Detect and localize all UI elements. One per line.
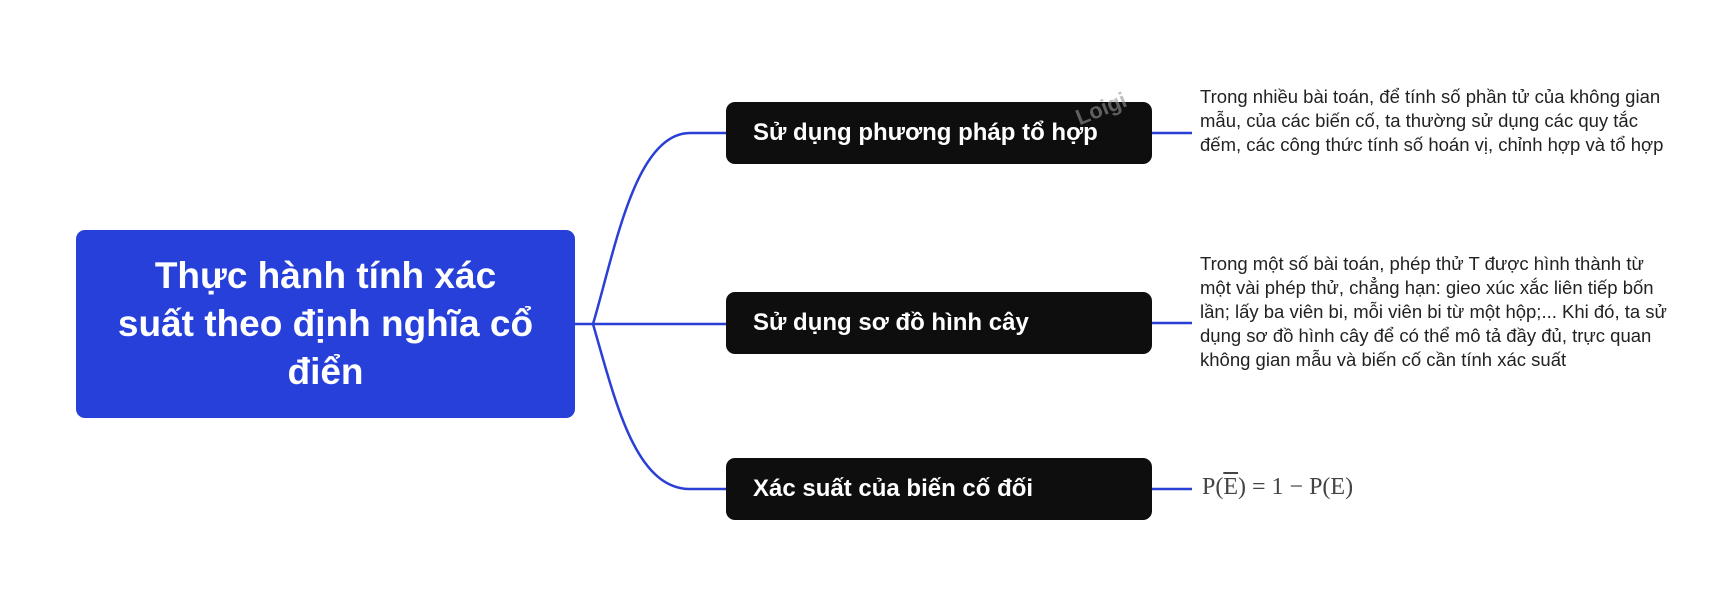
root-title: Thực hành tính xác suất theo định nghĩa … [117, 255, 534, 392]
branch-label: Sử dụng phương pháp tổ hợp [753, 119, 1098, 146]
root-node[interactable]: Thực hành tính xác suất theo định nghĩa … [76, 230, 575, 418]
branch-node-combinatorics[interactable]: Sử dụng phương pháp tổ hợp [726, 102, 1152, 164]
connector-branch-1 [591, 131, 726, 325]
branch-node-tree-diagram[interactable]: Sử dụng sơ đồ hình cây [726, 292, 1152, 354]
branch-node-complement[interactable]: Xác suất của biến cố đối [726, 458, 1152, 520]
branch-label: Sử dụng sơ đồ hình cây [753, 309, 1029, 336]
description-combinatorics: Trong nhiều bài toán, để tính số phần tử… [1200, 86, 1664, 155]
branch-label: Xác suất của biến cố đối [753, 475, 1034, 502]
description-tree-diagram: Trong một số bài toán, phép thử T được h… [1200, 253, 1667, 370]
connector-branch-3 [591, 323, 726, 491]
complement-formula: P(E) = 1 − P(E) [1202, 474, 1354, 500]
